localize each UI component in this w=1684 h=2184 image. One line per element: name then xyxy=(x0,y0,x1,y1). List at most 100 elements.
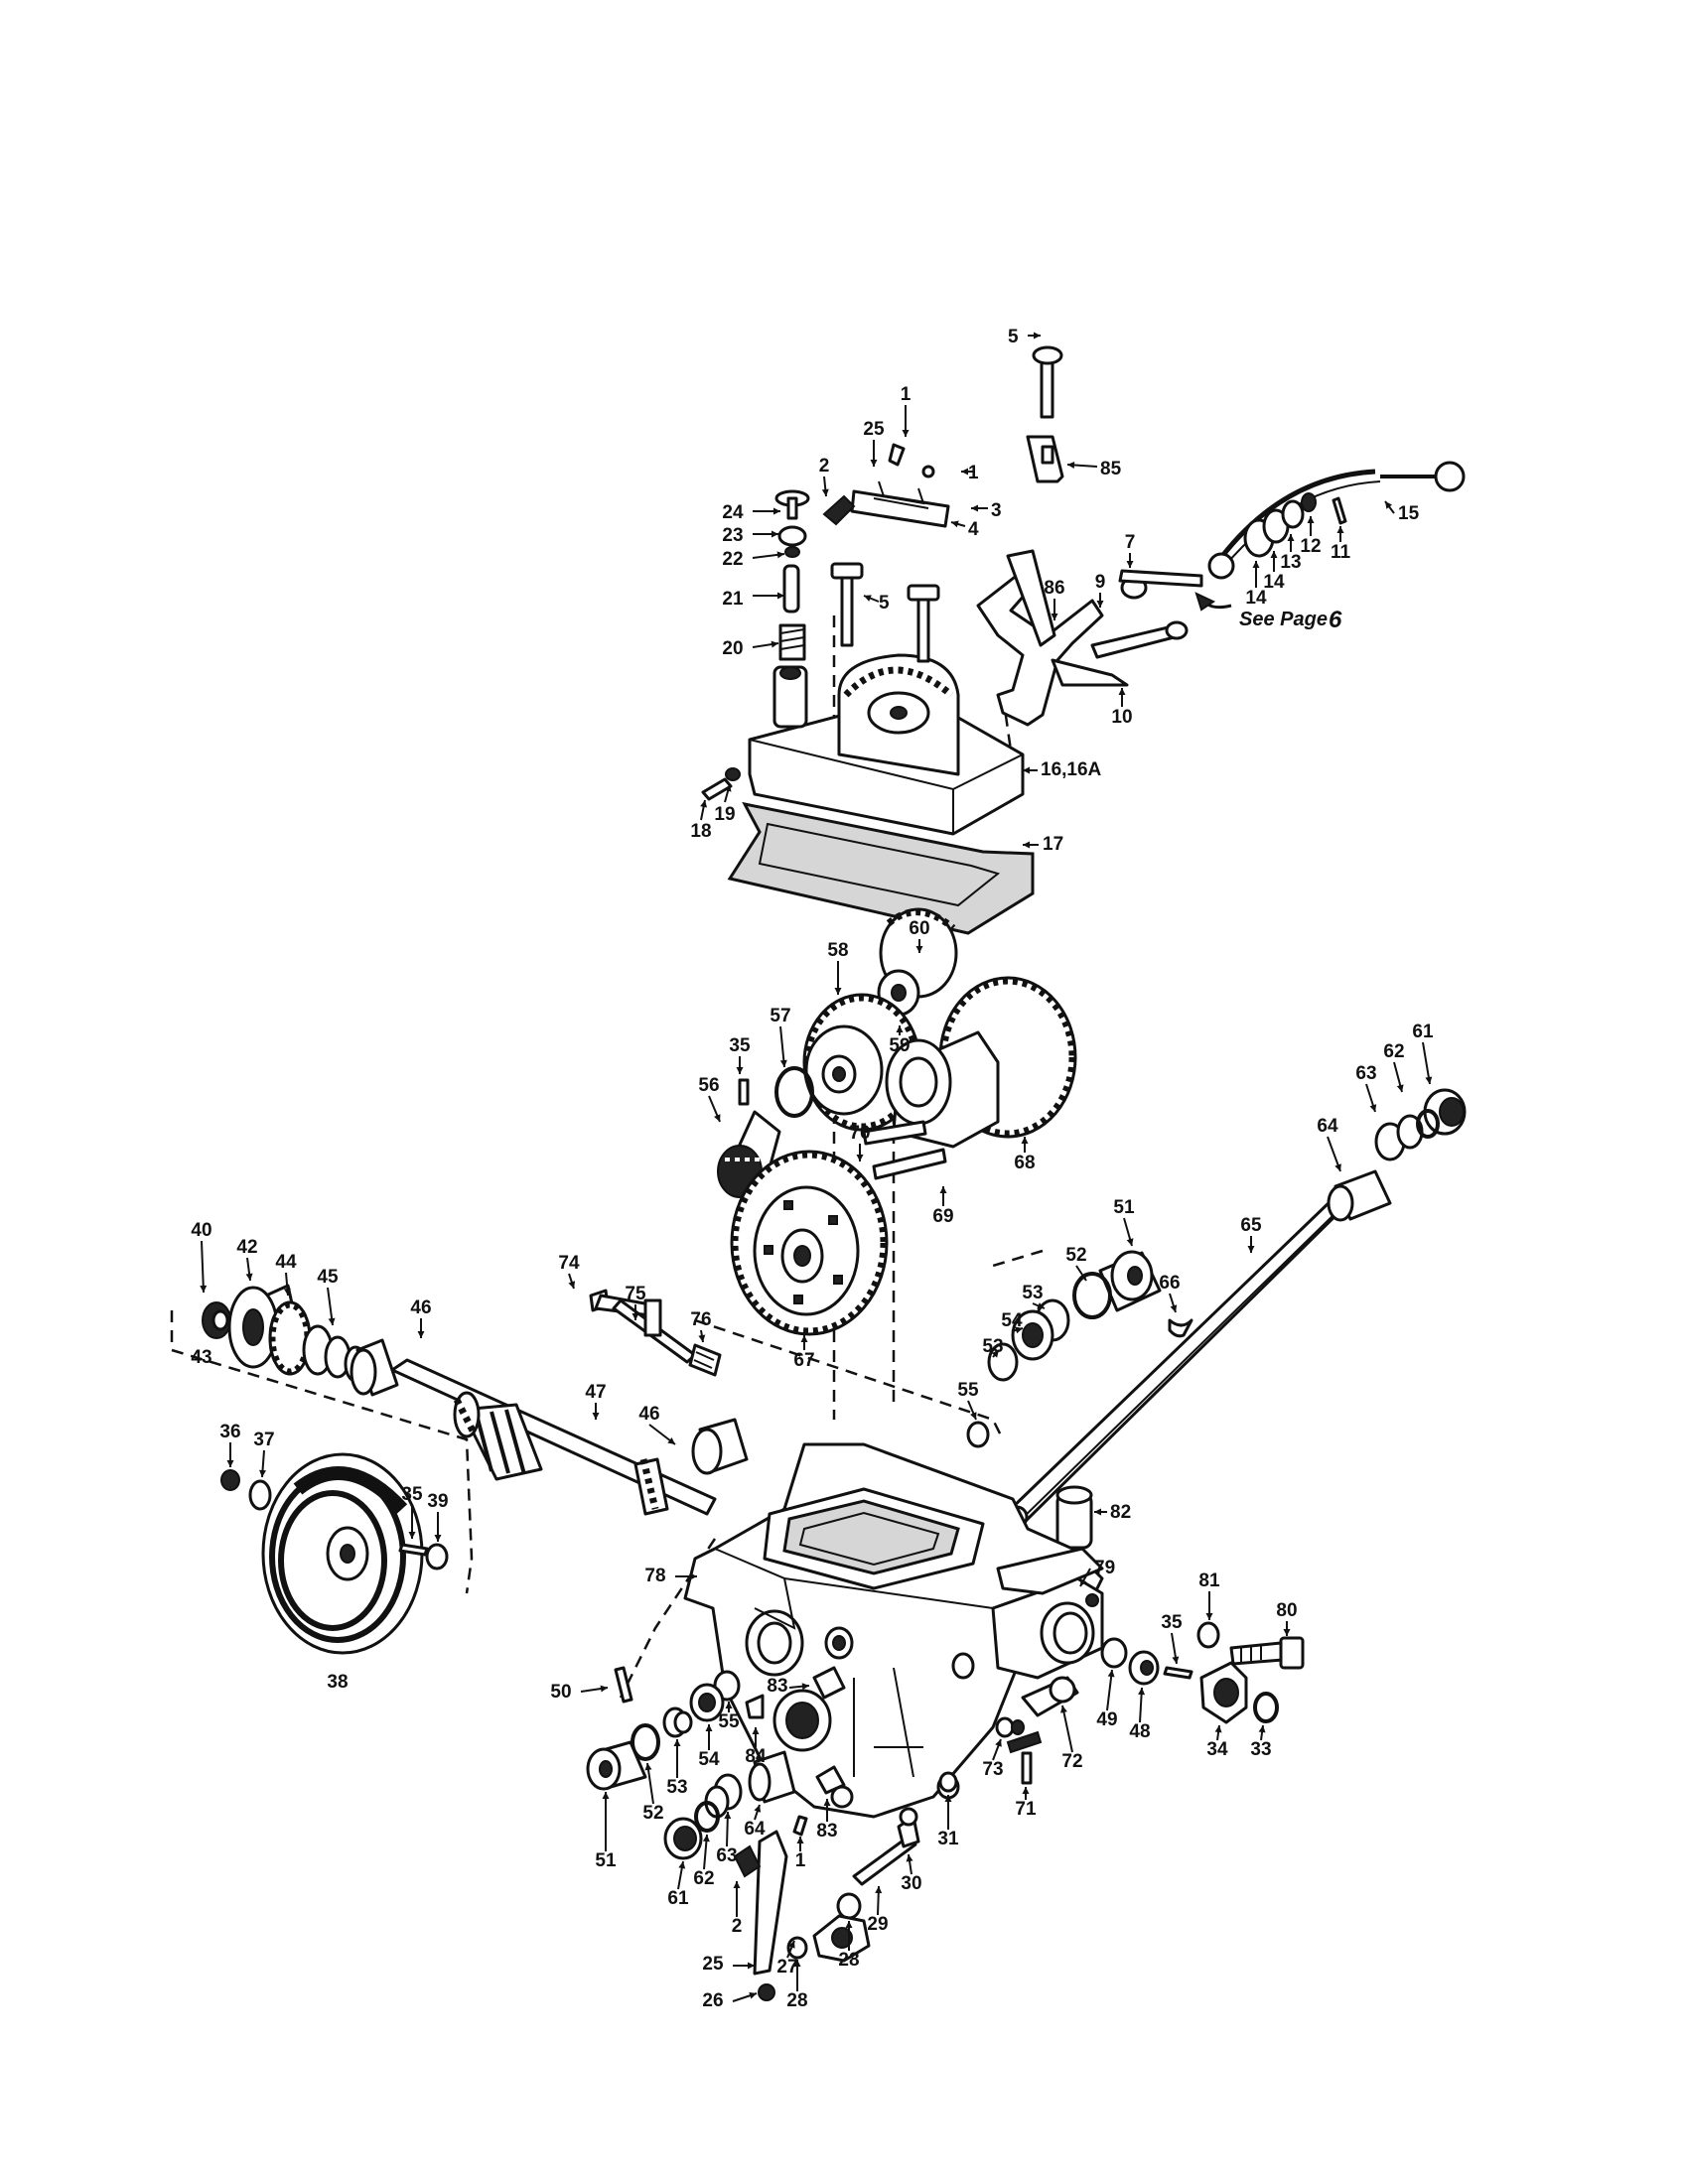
callout-arrowhead-19 xyxy=(1051,614,1058,620)
callout-arrowhead-99 xyxy=(1258,1725,1266,1733)
callout-4: 4 xyxy=(968,519,979,540)
see-page-text: See Page xyxy=(1239,609,1328,630)
callout-arrowhead-11 xyxy=(777,592,784,600)
callout-arrowhead-55 xyxy=(200,1285,208,1293)
callout-arrowhead-27 xyxy=(1252,561,1260,568)
callout-74: 74 xyxy=(558,1253,580,1274)
callout-63a: 63 xyxy=(1355,1063,1376,1084)
axle-assembly xyxy=(966,1088,1467,1550)
callout-arrowhead-79 xyxy=(823,1799,831,1806)
callout-arrowhead-87 xyxy=(875,1886,883,1894)
callout-arrowhead-39 xyxy=(1396,1084,1404,1092)
callout-2a: 2 xyxy=(819,456,830,477)
callout-51b: 51 xyxy=(595,1850,617,1871)
gear-cluster xyxy=(717,907,1077,1336)
callout-arrowhead-45 xyxy=(1170,1304,1178,1312)
callout-arrowhead-42 xyxy=(1247,1246,1255,1253)
input-shaft xyxy=(202,1284,749,1655)
callout-arrowhead-95 xyxy=(1172,1656,1180,1664)
callout-10: 10 xyxy=(1111,707,1132,728)
callout-53b: 53 xyxy=(982,1336,1003,1357)
callout-arrowhead-33 xyxy=(714,1114,721,1122)
callout-arrowhead-2 xyxy=(951,520,959,528)
callout-arrowhead-26 xyxy=(1270,551,1278,558)
callout-arrowhead-72 xyxy=(673,1739,681,1746)
callout-65: 65 xyxy=(1240,1215,1262,1236)
callout-53a: 53 xyxy=(1022,1283,1043,1303)
callout-12: 12 xyxy=(1300,536,1321,557)
callout-39: 39 xyxy=(427,1491,448,1512)
callout-20: 20 xyxy=(722,638,743,659)
callout-arrowhead-6 xyxy=(870,460,878,467)
callout-arrowhead-73 xyxy=(644,1763,652,1771)
callout-58: 58 xyxy=(827,940,848,961)
callout-arrowhead-5 xyxy=(902,430,910,437)
callout-arrowhead-40 xyxy=(1369,1104,1377,1112)
callout-arrowhead-14 xyxy=(1023,766,1030,774)
callout-arrowhead-52 xyxy=(568,1281,576,1289)
callout-arrowhead-18 xyxy=(1126,561,1134,568)
callout-arrowhead-8 xyxy=(773,507,780,515)
callout-29: 29 xyxy=(867,1914,888,1935)
callout-81: 81 xyxy=(1198,1570,1220,1591)
callout-47: 47 xyxy=(585,1382,606,1403)
callout-55a: 55 xyxy=(957,1380,979,1401)
callout-56: 56 xyxy=(698,1075,719,1096)
callout-arrowhead-21 xyxy=(1118,688,1126,695)
callout-arrowhead-64 xyxy=(408,1532,416,1539)
callout-46a: 46 xyxy=(410,1297,431,1318)
callout-arrowhead-76 xyxy=(724,1812,732,1820)
callout-arrowhead-3 xyxy=(1067,461,1075,469)
callout-arrowhead-25 xyxy=(1287,534,1295,541)
callout-54a: 54 xyxy=(1001,1310,1023,1331)
callout-arrowhead-85 xyxy=(793,1960,801,1967)
callout-62a: 62 xyxy=(1383,1041,1404,1062)
callout-arrowhead-86 xyxy=(845,1921,853,1928)
callout-53c: 53 xyxy=(666,1777,687,1798)
callout-arrowhead-13 xyxy=(864,595,872,602)
callout-arrowhead-1 xyxy=(971,504,978,512)
callout-arrowhead-92 xyxy=(1060,1706,1067,1713)
callout-23: 23 xyxy=(722,525,743,546)
callout-arrowhead-62 xyxy=(226,1460,234,1467)
callout-27: 27 xyxy=(776,1957,797,1978)
callout-arrowhead-29 xyxy=(834,988,842,995)
callout-arrowhead-53 xyxy=(632,1313,639,1320)
callout-arrowhead-97 xyxy=(1283,1629,1291,1636)
callout-62b: 62 xyxy=(693,1868,714,1889)
callout-25b: 25 xyxy=(702,1954,724,1975)
callout-arrowhead-15 xyxy=(1023,841,1030,849)
callout-18: 18 xyxy=(690,821,711,842)
callout-3: 3 xyxy=(991,500,1002,521)
callout-26: 26 xyxy=(702,1990,723,2011)
callout-arrowhead-17 xyxy=(700,800,708,808)
callout-52b: 52 xyxy=(642,1803,663,1824)
callout-arrowhead-23 xyxy=(1307,516,1315,523)
callout-arrowhead-98 xyxy=(1214,1725,1222,1733)
callout-30: 30 xyxy=(901,1873,921,1894)
gasket xyxy=(727,801,1035,935)
callout-arrowhead-36 xyxy=(939,1186,947,1193)
callout-5b: 5 xyxy=(879,593,890,614)
callout-40: 40 xyxy=(191,1220,211,1241)
callout-labels: 1 1 2 3 4 5 5 25 85 7 86 9 10 15 12 11 1… xyxy=(191,327,1434,2011)
callout-60: 60 xyxy=(909,918,929,939)
callout-35c: 35 xyxy=(1161,1612,1183,1633)
callout-28a: 28 xyxy=(838,1950,859,1971)
callout-46b: 46 xyxy=(638,1404,659,1425)
callout-44: 44 xyxy=(275,1252,297,1273)
callout-1b: 1 xyxy=(968,463,979,483)
shift-arm-assembly xyxy=(733,1547,1305,2001)
callout-5a: 5 xyxy=(1008,327,1019,347)
callout-arrowhead-89 xyxy=(944,1795,952,1802)
callout-arrowhead-67 xyxy=(600,1685,608,1693)
callout-arrowhead-10 xyxy=(776,551,784,559)
callout-66: 66 xyxy=(1159,1273,1180,1294)
callout-43: 43 xyxy=(191,1347,211,1368)
callout-arrowhead-61 xyxy=(667,1436,675,1444)
callout-arrowhead-41 xyxy=(1334,1163,1341,1171)
callout-80: 80 xyxy=(1276,1600,1297,1621)
callout-arrowhead-54 xyxy=(698,1334,706,1342)
callout-arrowhead-16 xyxy=(724,784,732,792)
